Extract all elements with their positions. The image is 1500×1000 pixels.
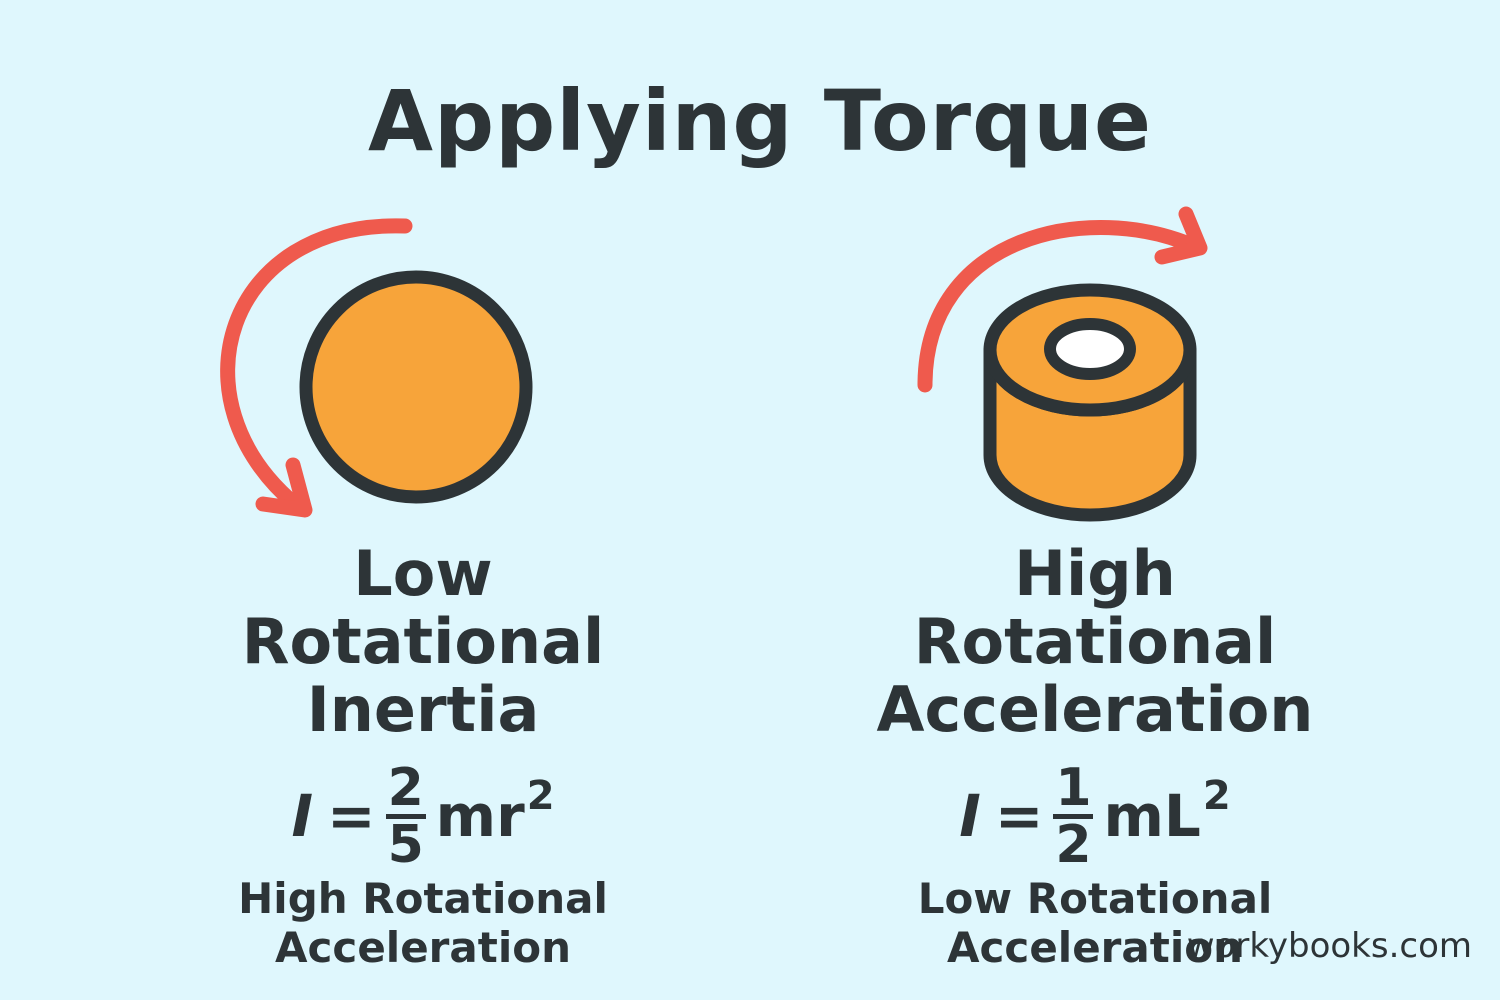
diagram-title: Applying Torque (368, 72, 1152, 170)
formula-equals: = (327, 782, 376, 850)
left-rotation-arrow (220, 218, 413, 513)
right-panel: High Rotational Acceleration I = 1 2 mL … (775, 537, 1415, 973)
fraction-numerator: 1 (1055, 757, 1092, 818)
left-heading-line-3: Inertia (306, 673, 540, 746)
fraction-bar (1053, 813, 1094, 819)
right-heading-line-2: Rotational (913, 605, 1277, 678)
formula-fraction: 2 5 (385, 757, 426, 875)
left-panel: Low Rotational Inertia I = 2 5 mr 2 High… (103, 537, 743, 973)
formula-equals: = (994, 782, 1044, 850)
watermark: workybooks.com (1186, 926, 1472, 966)
hollow-cylinder (983, 283, 1197, 522)
left-heading-line-2: Rotational (241, 605, 605, 678)
right-formula: I = 1 2 mL 2 (775, 757, 1415, 875)
right-rotation-arrow (917, 220, 1204, 393)
right-heading-line-1: High (1014, 537, 1176, 610)
formula-term: mr (435, 782, 525, 850)
fraction-bar (385, 813, 426, 819)
right-caption: Low Rotational Acceleration (917, 874, 1273, 972)
formula-fraction: 1 2 (1053, 757, 1094, 875)
right-arrow-head (1154, 206, 1208, 265)
formula-term: mL (1103, 782, 1201, 850)
left-formula: I = 2 5 mr 2 (103, 757, 743, 875)
formula-exponent: 2 (526, 773, 555, 819)
solid-sphere (299, 270, 533, 504)
fraction-denominator: 2 (1055, 814, 1092, 875)
formula-variable: I (959, 782, 981, 850)
left-caption: High Rotational Acceleration (238, 874, 608, 972)
left-arrow-head (255, 457, 313, 518)
cylinder-hole (1044, 318, 1136, 380)
left-heading-line-1: Low (353, 537, 493, 610)
formula-exponent: 2 (1202, 773, 1231, 819)
fraction-denominator: 5 (387, 814, 424, 875)
fraction-numerator: 2 (387, 757, 424, 818)
formula-variable: I (291, 782, 314, 850)
right-heading-line-3: Acceleration (876, 673, 1314, 746)
